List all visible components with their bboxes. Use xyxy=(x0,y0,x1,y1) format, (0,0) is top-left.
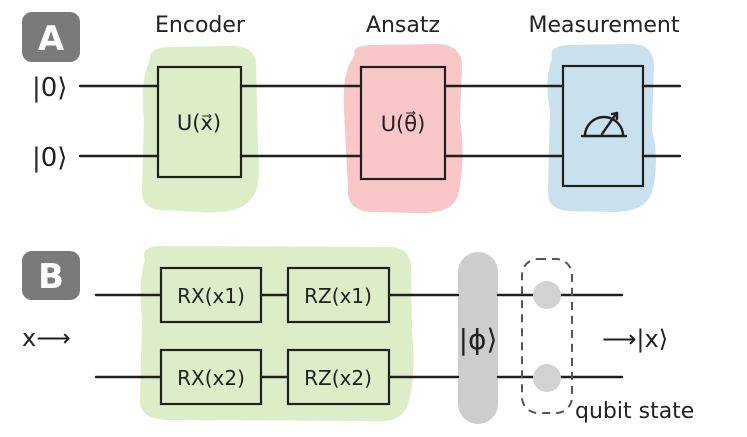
state-phi-label: |ϕ⟩ xyxy=(459,323,498,356)
panel-a-badge-label: A xyxy=(38,19,65,59)
state-bar xyxy=(458,252,498,424)
measurement-heading: Measurement xyxy=(528,13,679,38)
qubit-1 xyxy=(533,281,561,309)
measurement-background xyxy=(547,44,656,212)
panel-b-badge-label: B xyxy=(38,257,64,297)
rx-x2-label: RX(x2) xyxy=(177,366,245,390)
input-state-1: |0⟩ xyxy=(32,73,67,103)
encoder-heading: Encoder xyxy=(155,13,246,38)
rx-x1-gate xyxy=(159,266,263,324)
rz-x1-gate xyxy=(286,266,391,324)
panel-a-badge xyxy=(22,12,80,62)
rx-x1-label: RX(x1) xyxy=(177,284,245,308)
qubit-state-note: qubit state xyxy=(575,399,694,424)
ansatz-heading: Ansatz xyxy=(366,13,440,38)
encoder-gate-label: U(x⃗) xyxy=(177,111,221,135)
rz-x1-label: RZ(x1) xyxy=(304,284,372,308)
meter-icon xyxy=(580,111,628,138)
rz-x2-gate xyxy=(286,348,391,406)
qubit-state-group xyxy=(521,258,573,414)
panel-b: B x⟶ RX(x1) RZ(x1) RX(x2) RZ(x2) |ϕ⟩ xyxy=(22,246,694,424)
rx-x2-gate xyxy=(159,348,263,406)
ansatz-background xyxy=(343,44,463,214)
input-x-label: x⟶ xyxy=(22,324,71,352)
output-ket-label: ⟶|x⟩ xyxy=(602,325,668,353)
ansatz-gate xyxy=(359,65,447,181)
input-state-2: |0⟩ xyxy=(32,143,67,173)
encoder-background xyxy=(141,46,259,213)
encoder-gate xyxy=(156,65,243,179)
ansatz-gate-label: U(θ⃗) xyxy=(381,111,426,136)
rz-x2-label: RZ(x2) xyxy=(304,366,372,390)
qubit-2 xyxy=(533,364,561,392)
panel-b-badge xyxy=(22,251,80,300)
panel-a: A Encoder Ansatz Measurement |0⟩ |0⟩ U(x… xyxy=(22,12,682,214)
measurement-gate xyxy=(561,64,645,188)
